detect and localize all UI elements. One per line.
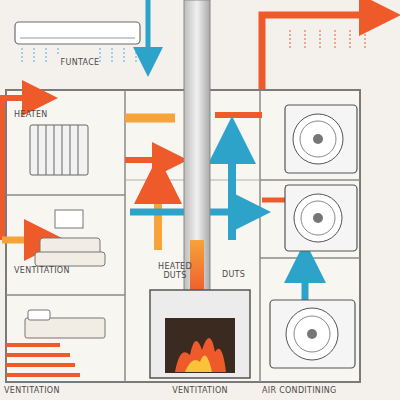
duct-label: DUTS [222,270,262,279]
fireplace [150,290,250,378]
radiator [30,125,88,175]
room-label: VENTITATION [14,266,114,275]
ac-unit [285,185,357,251]
ac-unit [270,300,355,368]
section-label: VENTITATION [145,386,255,395]
section-label: AIR CONDITINING [262,386,398,395]
label-text: FUNTACE [40,58,120,67]
bed [25,310,105,338]
building-outline [6,90,360,382]
sofa [35,210,105,266]
duct-label: HEATED DUTS [150,262,200,280]
ac-unit [285,105,357,173]
room-label: HEATEN [14,110,94,119]
section-label: VENTITATION [4,386,114,395]
wall-unit [15,22,140,44]
